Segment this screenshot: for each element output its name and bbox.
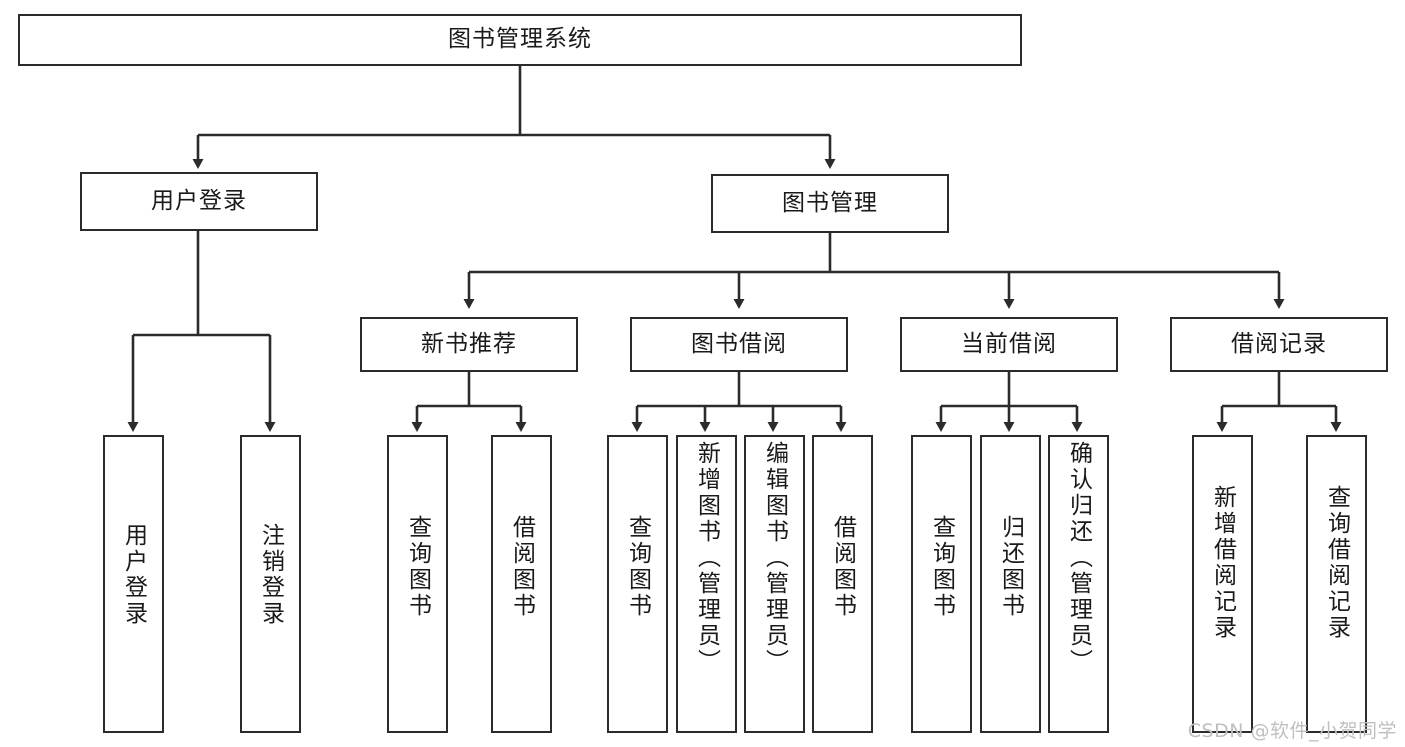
node-label: 当前借阅 <box>961 330 1057 357</box>
leaf-add-book-admin[interactable]: 新增图书（管理员） <box>676 435 737 733</box>
node-label: 归还图书 <box>997 515 1024 619</box>
node-label: 借阅记录 <box>1231 330 1327 357</box>
leaf-add-borrow-record[interactable]: 新增借阅记录 <box>1192 435 1253 733</box>
leaf-borrow-book-recommend[interactable]: 借阅图书 <box>491 435 552 733</box>
node-label: 注销登录 <box>257 523 284 627</box>
node-new-book-recommend[interactable]: 新书推荐 <box>360 317 578 372</box>
node-label: 查询图书 <box>928 515 955 619</box>
node-label: 图书管理 <box>782 189 878 216</box>
leaf-user-login[interactable]: 用户登录 <box>103 435 164 733</box>
leaf-edit-book-admin[interactable]: 编辑图书（管理员） <box>744 435 805 733</box>
node-user-login[interactable]: 用户登录 <box>80 172 318 231</box>
leaf-logout-login[interactable]: 注销登录 <box>240 435 301 733</box>
node-label: 新增图书（管理员） <box>693 441 720 675</box>
leaf-confirm-return-admin[interactable]: 确认归还（管理员） <box>1048 435 1109 733</box>
leaf-query-book-recommend[interactable]: 查询图书 <box>387 435 448 733</box>
node-label: 借阅图书 <box>829 515 856 619</box>
node-label: 新书推荐 <box>421 330 517 357</box>
csdn-watermark: CSDN @软件_小贺同学 <box>1187 720 1397 742</box>
node-book-borrow[interactable]: 图书借阅 <box>630 317 848 372</box>
leaf-borrow-book-borrow[interactable]: 借阅图书 <box>812 435 873 733</box>
node-book-management[interactable]: 图书管理 <box>711 174 949 233</box>
node-label: 新增借阅记录 <box>1209 485 1236 641</box>
node-current-borrow[interactable]: 当前借阅 <box>900 317 1118 372</box>
node-label: 借阅图书 <box>508 515 535 619</box>
leaf-return-book[interactable]: 归还图书 <box>980 435 1041 733</box>
node-label: 图书管理系统 <box>448 26 592 53</box>
node-borrow-record[interactable]: 借阅记录 <box>1170 317 1388 372</box>
leaf-query-book-current[interactable]: 查询图书 <box>911 435 972 733</box>
node-label: 图书借阅 <box>691 330 787 357</box>
node-label: 查询图书 <box>624 515 651 619</box>
node-label: 编辑图书（管理员） <box>761 441 788 675</box>
node-label: 确认归还（管理员） <box>1065 441 1092 675</box>
node-label: 查询借阅记录 <box>1323 485 1350 641</box>
node-label: 用户登录 <box>120 523 147 627</box>
node-root-book-management-system[interactable]: 图书管理系统 <box>18 14 1022 66</box>
node-label: 查询图书 <box>404 515 431 619</box>
node-label: 用户登录 <box>151 187 247 214</box>
leaf-query-borrow-record[interactable]: 查询借阅记录 <box>1306 435 1367 733</box>
leaf-query-book-borrow[interactable]: 查询图书 <box>607 435 668 733</box>
